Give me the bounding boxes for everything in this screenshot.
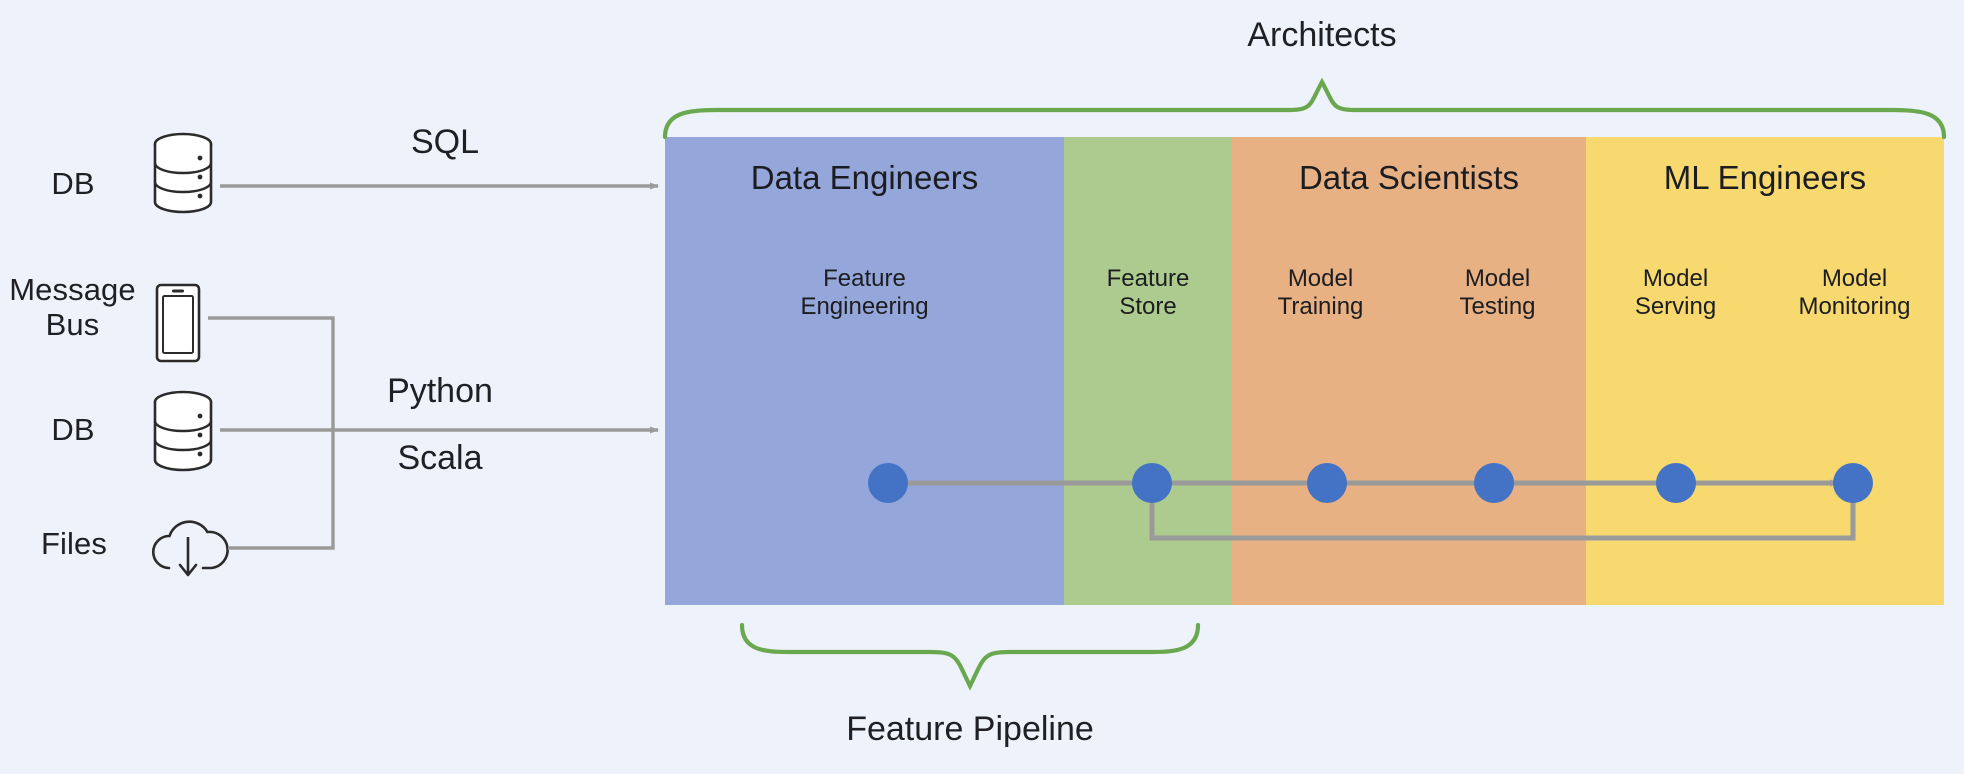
stage-feature-store: Feature Store — [1106, 265, 1190, 321]
cloud-download-icon — [151, 520, 229, 577]
stage-model-serving: Model Serving — [1634, 265, 1717, 321]
source-label-db-top: DB — [51, 166, 95, 201]
brace-label-architects: Architects — [1247, 16, 1397, 54]
lane-feature-store: Feature Store — [1064, 137, 1232, 605]
wire-files — [228, 430, 335, 550]
brace-architects — [662, 77, 1947, 140]
stage-feature-engineering: Feature Engineering — [800, 265, 929, 321]
database-icon — [153, 132, 213, 214]
protocol-label-sql: SQL — [410, 123, 480, 161]
lane-data-scientists: Data Scientists Model Training Model Tes… — [1232, 137, 1586, 605]
source-label-db-bottom: DB — [51, 412, 95, 447]
stage-row-ml-engineers: Model Serving Model Monitoring — [1586, 262, 1944, 392]
protocol-label-scala: Scala — [397, 439, 483, 477]
stage-model-testing: Model Testing — [1459, 265, 1536, 321]
brace-feature-pipeline — [739, 622, 1201, 691]
mobile-device-icon — [155, 283, 201, 363]
stage-model-monitoring: Model Monitoring — [1798, 265, 1911, 321]
lane-title-ml-engineers: ML Engineers — [1663, 159, 1867, 196]
source-label-message-bus: Message Bus — [9, 272, 136, 342]
swimlane-panel: Data Engineers Feature Engineering Featu… — [665, 137, 1944, 605]
lane-title-data-scientists: Data Scientists — [1298, 159, 1520, 196]
wire-message-bus — [208, 316, 335, 430]
stage-row-data-engineers: Feature Engineering — [665, 262, 1064, 392]
stage-row-data-scientists: Model Training Model Testing — [1232, 262, 1586, 392]
source-label-files: Files — [41, 526, 107, 561]
stage-model-training: Model Training — [1277, 265, 1364, 321]
protocol-label-python: Python — [387, 372, 493, 410]
lane-data-engineers: Data Engineers Feature Engineering — [665, 137, 1064, 605]
lane-title-data-engineers: Data Engineers — [750, 159, 979, 196]
brace-label-feature-pipeline: Feature Pipeline — [846, 710, 1094, 748]
database-icon — [153, 390, 213, 472]
lane-ml-engineers: ML Engineers Model Serving Model Monitor… — [1586, 137, 1944, 605]
stage-row-feature-store: Feature Store — [1064, 262, 1232, 392]
